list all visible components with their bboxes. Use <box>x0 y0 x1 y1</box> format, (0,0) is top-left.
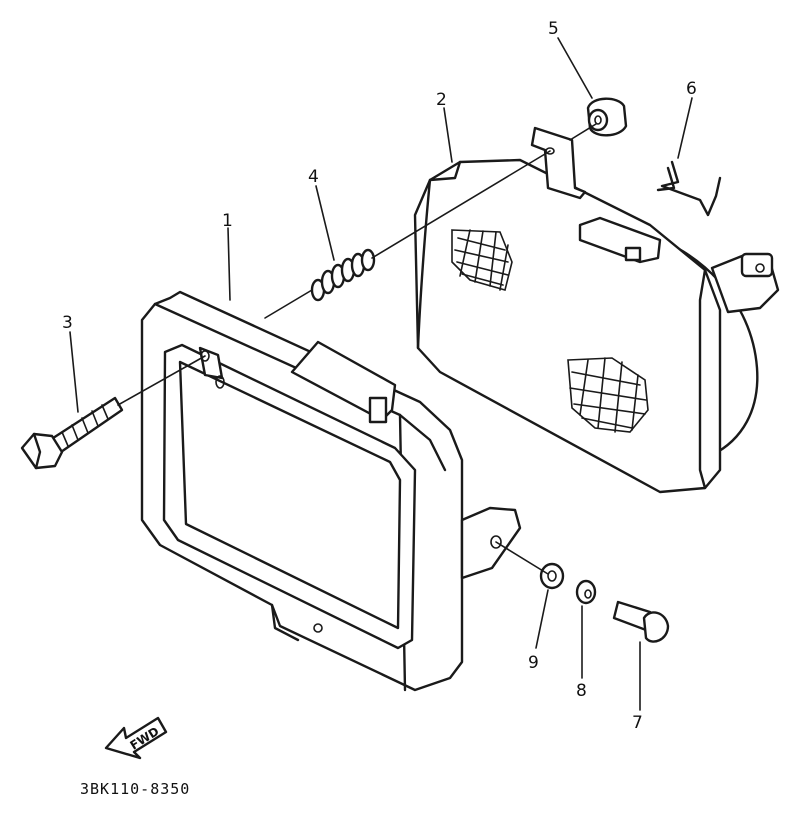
adjusting-screw <box>20 396 124 470</box>
callout-5: 5 <box>548 19 559 39</box>
callout-4: 4 <box>308 167 319 187</box>
callout-2: 2 <box>436 90 447 110</box>
fwd-arrow-icon: FWD <box>104 716 168 760</box>
adjusting-spring <box>310 248 376 302</box>
lens-hatch-upper <box>451 229 513 291</box>
washer <box>539 562 565 590</box>
headlight-unit <box>413 126 780 494</box>
lock-washer <box>575 579 597 605</box>
callout-1: 1 <box>222 211 233 231</box>
spring-clip <box>656 160 722 217</box>
lens-hatch-lower <box>567 357 649 433</box>
callout-6: 6 <box>686 79 697 99</box>
grommet <box>586 97 628 137</box>
callout-9: 9 <box>528 653 539 673</box>
callout-7: 7 <box>632 713 643 733</box>
callout-3: 3 <box>62 313 73 333</box>
callout-leaders <box>69 37 693 711</box>
callout-labels: 1 2 3 4 5 6 7 8 9 <box>62 19 697 733</box>
headlight-rim <box>140 290 522 692</box>
drawing-code: 3BK110-8350 <box>80 780 190 798</box>
bolt <box>612 600 670 643</box>
callout-8: 8 <box>576 681 587 701</box>
assembly-lines <box>117 123 597 575</box>
